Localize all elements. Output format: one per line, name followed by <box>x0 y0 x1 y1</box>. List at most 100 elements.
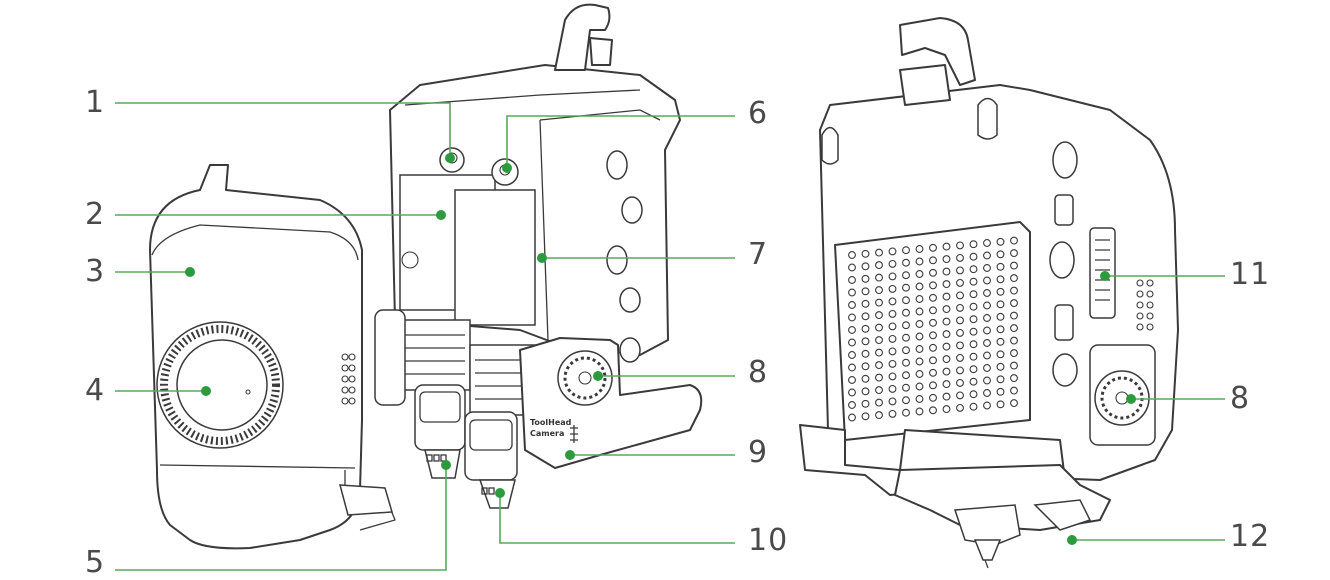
grid-hole <box>902 333 910 342</box>
grid-hole <box>848 388 856 397</box>
grid-hole <box>915 282 924 291</box>
grid-hole <box>956 303 964 312</box>
grid-hole <box>996 250 1005 259</box>
grid-hole <box>861 324 870 333</box>
grid-hole <box>915 407 924 416</box>
callout-lines <box>115 102 1225 571</box>
grid-hole <box>915 332 924 341</box>
grid-hole <box>1010 311 1018 320</box>
callout-1: 1 <box>85 85 106 120</box>
grid-hole <box>929 393 937 402</box>
grid-hole <box>929 306 937 315</box>
grid-hole <box>983 314 991 322</box>
grid-hole <box>915 357 924 366</box>
grid-hole <box>875 336 883 345</box>
grid-hole <box>956 341 964 350</box>
grid-hole <box>942 242 951 251</box>
grid-hole <box>1010 361 1018 370</box>
grid-hole <box>996 362 1005 371</box>
grid-hole <box>996 237 1005 246</box>
callout-7: 7 <box>748 237 769 272</box>
grid-hole <box>875 361 883 370</box>
grid-hole <box>996 275 1005 284</box>
grid-hole <box>915 395 924 403</box>
grid-hole <box>969 277 978 286</box>
grid-hole <box>942 405 951 414</box>
internal-toolhead: ToolHead Camera <box>374 3 703 509</box>
grid-hole <box>956 353 964 362</box>
grid-hole <box>983 389 991 397</box>
grid-hole <box>996 387 1005 396</box>
grid-hole <box>969 390 978 399</box>
grid-hole <box>875 298 883 307</box>
grid-hole <box>942 305 951 314</box>
callout-8-right: 8 <box>1230 381 1251 416</box>
grid-hole <box>861 412 870 421</box>
grid-hole <box>983 289 991 297</box>
grid-hole <box>969 265 978 274</box>
grid-hole <box>848 288 856 297</box>
grid-hole <box>929 406 937 415</box>
grid-hole <box>861 287 870 296</box>
grid-hole <box>929 256 937 265</box>
grid-hole <box>861 387 870 396</box>
grid-hole <box>902 358 910 367</box>
grid-hole <box>888 259 897 268</box>
grid-hole <box>1010 286 1018 295</box>
grid-hole <box>861 399 870 408</box>
grid-hole <box>983 326 991 335</box>
grid-hole <box>983 339 991 347</box>
grid-hole <box>875 261 883 270</box>
grid-hole <box>956 366 964 375</box>
grid-hole <box>848 338 856 347</box>
grid-hole <box>969 315 978 324</box>
grid-hole <box>942 317 951 326</box>
grid-hole <box>983 239 991 247</box>
grid-hole <box>956 266 964 275</box>
grid-hole <box>969 240 978 249</box>
grid-hole <box>875 286 883 295</box>
grid-hole <box>956 378 964 387</box>
callout-6: 6 <box>748 96 769 131</box>
grid-hole <box>969 290 978 299</box>
grid-hole <box>929 318 937 327</box>
callout-3: 3 <box>85 254 106 289</box>
grid-hole <box>888 384 897 393</box>
grid-hole <box>1010 349 1018 358</box>
grid-hole <box>996 350 1005 359</box>
grid-hole <box>848 326 856 334</box>
grid-hole <box>969 327 978 336</box>
grid-hole <box>956 278 964 287</box>
grid-hole <box>861 337 870 346</box>
grid-hole <box>875 348 883 357</box>
perforated-grid <box>848 236 1018 422</box>
grid-hole <box>861 299 870 308</box>
grid-hole <box>848 413 856 422</box>
grid-hole <box>996 287 1005 296</box>
grid-hole <box>942 380 951 389</box>
fan-blades <box>160 325 280 445</box>
grid-hole <box>929 293 937 302</box>
grid-hole <box>969 402 978 411</box>
grid-hole <box>888 409 897 418</box>
grid-hole <box>996 400 1005 409</box>
grid-hole <box>875 411 883 420</box>
grid-hole <box>888 284 897 293</box>
grid-hole <box>956 291 964 300</box>
grid-hole <box>875 386 883 395</box>
grid-hole <box>956 391 964 400</box>
grid-hole <box>942 392 951 401</box>
grid-hole <box>875 398 883 407</box>
grid-hole <box>902 396 910 405</box>
callout-9: 9 <box>748 435 769 470</box>
grid-hole <box>996 375 1005 384</box>
grid-hole <box>1010 261 1018 270</box>
grid-hole <box>956 328 964 337</box>
vent-holes <box>341 353 356 405</box>
grid-hole <box>1010 386 1018 395</box>
callout-10: 10 <box>748 523 789 558</box>
grid-hole <box>875 373 883 382</box>
grid-hole <box>915 245 924 253</box>
grid-hole <box>915 370 924 378</box>
grid-hole <box>915 307 924 316</box>
